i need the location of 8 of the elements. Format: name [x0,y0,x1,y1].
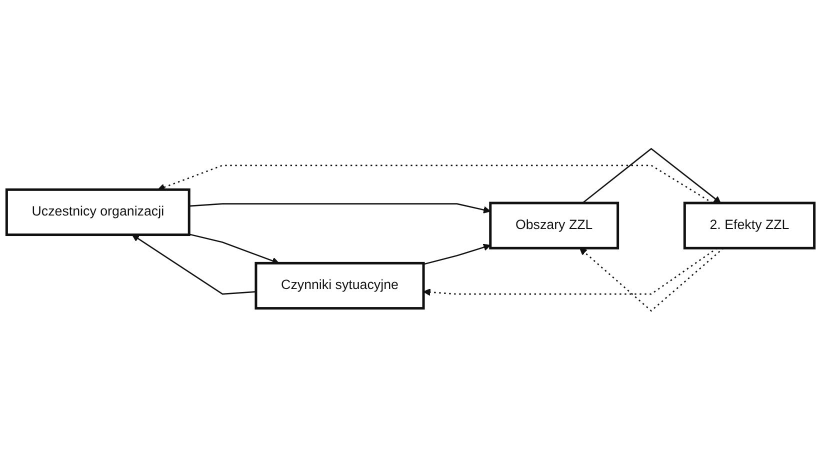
node-box: Czynniki sytuacyjne [254,262,425,310]
node-box: 2. Efekty ZZL [683,202,816,250]
arrow [582,148,721,204]
arrow [189,203,491,214]
arrow [423,244,491,266]
node-box: Obszary ZZL [489,202,620,250]
arrow [132,234,256,296]
node-box: Uczestnicy organizacji [5,188,190,236]
